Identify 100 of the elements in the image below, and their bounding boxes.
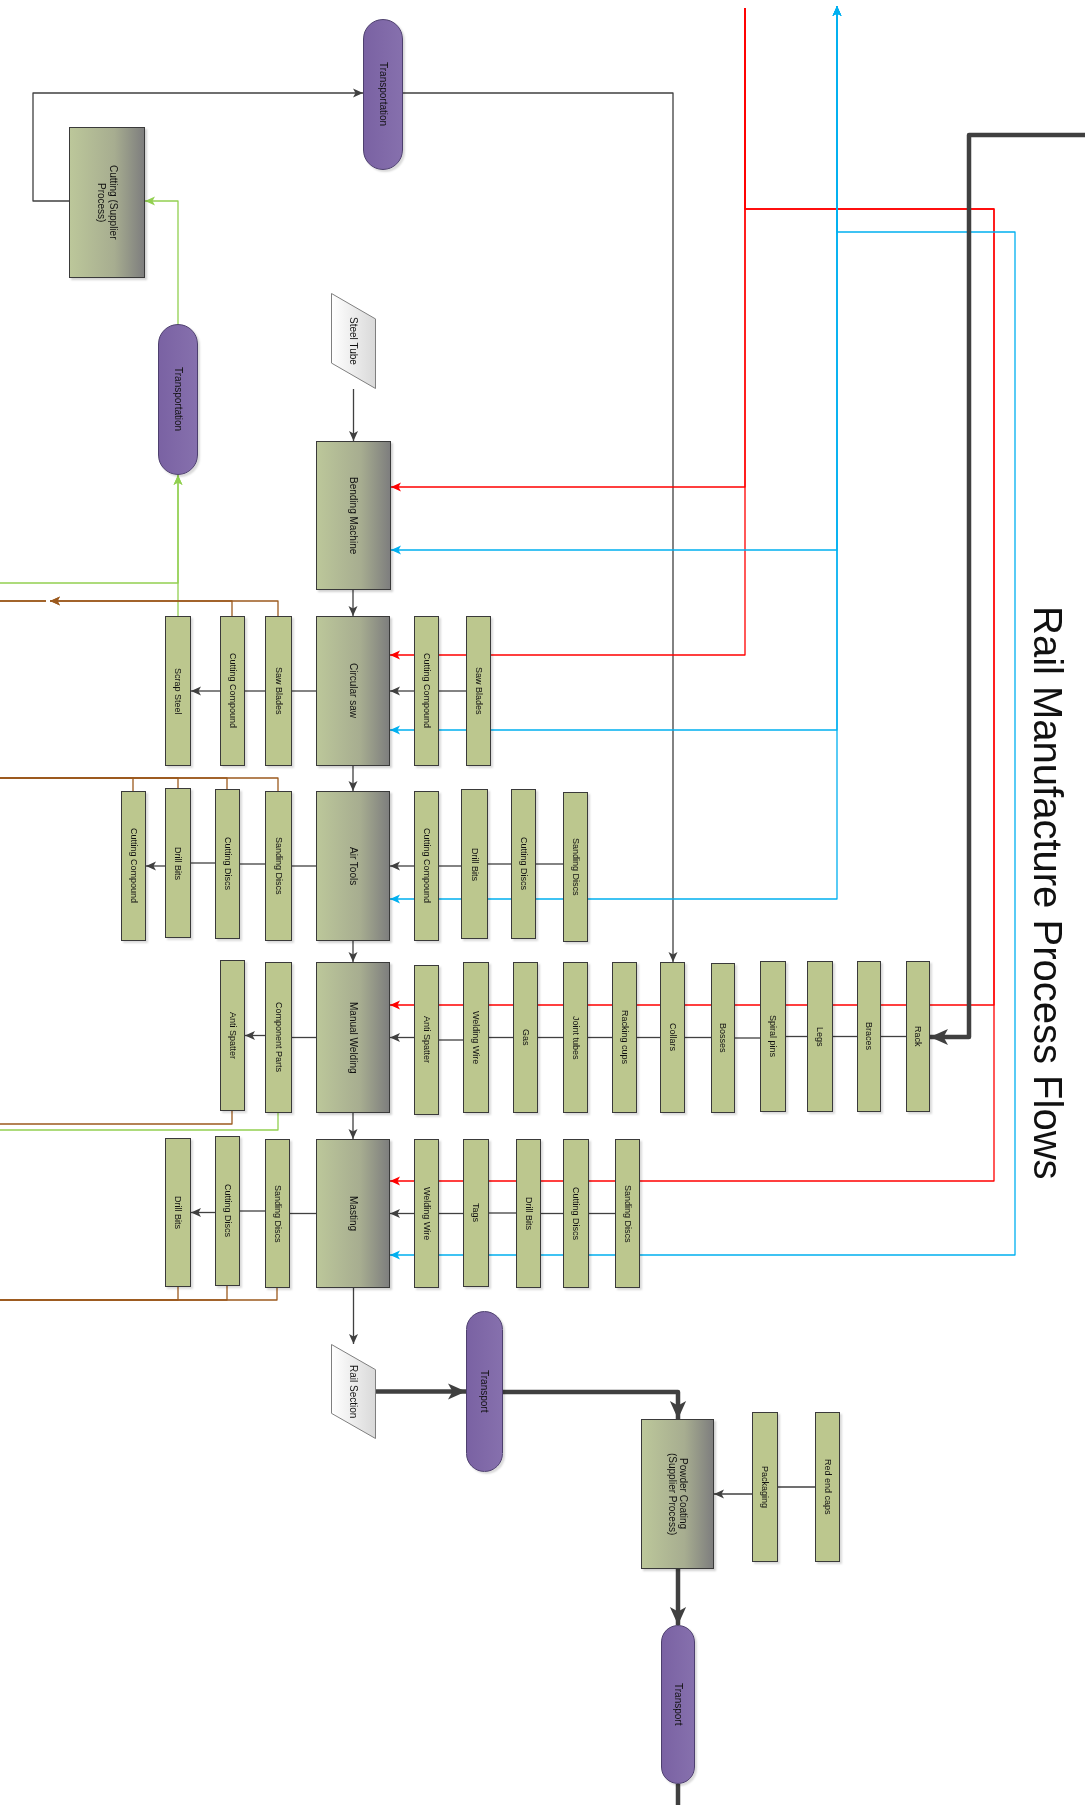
diagram-title: Rail Manufacture Process Flows (1026, 606, 1070, 1180)
node-label: Anti Spatter (227, 1012, 238, 1059)
node-label: Anti Spatter (421, 1016, 432, 1064)
material-box (220, 616, 245, 766)
node-label: Welding Wire (421, 1186, 432, 1241)
connector-line (832, 1035, 858, 1038)
material-box (463, 962, 489, 1113)
node-label: Air Tools (347, 846, 359, 886)
node-label: Cutting Discs (570, 1187, 582, 1240)
node-label: Collars (667, 1023, 678, 1052)
material-box (612, 962, 637, 1113)
material-box (414, 616, 439, 766)
node-label: Manual Welding (347, 1001, 359, 1074)
node-label: Rack (912, 1026, 924, 1047)
node-label: Sanding Discs (570, 838, 581, 896)
transport-terminator (661, 1625, 695, 1784)
node-label: Sanding Discs (273, 837, 284, 895)
arrow (930, 132, 1085, 1046)
node-label: Transportation (172, 367, 184, 432)
process-box (69, 127, 145, 278)
arrow (503, 1389, 687, 1419)
node-label: Bosses (717, 1023, 729, 1053)
node-label: Transport (672, 1683, 684, 1726)
material-box (615, 1139, 640, 1288)
transport-terminator (158, 324, 198, 475)
material-box (463, 1139, 489, 1287)
material-box (414, 965, 439, 1115)
material-box (461, 789, 488, 939)
connector-line (0, 1286, 179, 1301)
node-label: Cutting Discs (222, 1184, 233, 1238)
material-box (760, 961, 786, 1112)
arrow (244, 1031, 266, 1040)
input-parallelogram (331, 293, 376, 389)
connector-line (0, 777, 134, 792)
connector-line (438, 690, 467, 692)
material-box (563, 1139, 589, 1288)
connector-line (488, 1036, 514, 1039)
arrow (348, 765, 358, 792)
material-box (121, 791, 146, 941)
connector-line (291, 865, 317, 867)
connector-line (239, 863, 266, 865)
node-label: Cutting Compound (421, 653, 432, 729)
material-box (165, 616, 191, 766)
node-label: Circular saw (347, 663, 359, 719)
connector-line (777, 1486, 816, 1488)
arrow (190, 686, 221, 696)
node-label: Saw Blades (473, 667, 484, 715)
node-label: Sanding Discs (272, 1184, 283, 1243)
node-label: Sanding Discs (622, 1184, 633, 1243)
connector-line (675, 1784, 681, 1805)
arrow (190, 1208, 216, 1217)
node-label: Braces (863, 1022, 875, 1051)
process-box (316, 1139, 390, 1288)
connector-line (190, 862, 216, 864)
connector-line (291, 690, 317, 692)
connector-line (0, 1110, 233, 1125)
node-label: Powder Coating (Supplier Process) (666, 1451, 689, 1538)
material-box (906, 961, 930, 1112)
arrow (389, 1209, 415, 1218)
node-label: Transport (478, 1370, 491, 1413)
material-box (815, 1412, 840, 1562)
arrow (0, 474, 183, 584)
process-box (316, 616, 390, 766)
connector-line (587, 1036, 613, 1039)
node-label: Drill Bits (172, 1196, 184, 1229)
connector-line (636, 1036, 661, 1039)
material-box (752, 1412, 778, 1562)
node-label: Cutting Compound (128, 828, 139, 904)
connector-line (684, 1036, 712, 1039)
node-label: Component Parts (273, 1002, 284, 1073)
connector-line (244, 690, 266, 692)
node-label: Steel Tube (347, 317, 360, 365)
arrow (49, 596, 233, 617)
material-box (516, 1139, 541, 1288)
node-label: Packaging (759, 1466, 771, 1508)
input-parallelogram (331, 1344, 376, 1439)
process-box (316, 441, 391, 590)
node-label: Racking cups (619, 1010, 630, 1065)
material-box (414, 1139, 439, 1288)
connector-line (291, 1036, 317, 1039)
node-label: Saw Blades (273, 667, 284, 715)
material-box (807, 961, 833, 1112)
node-label: Joint tubes (570, 1015, 581, 1060)
arrow (389, 1033, 415, 1042)
material-box (857, 961, 881, 1112)
material-box (165, 788, 191, 938)
node-label: Gas (520, 1029, 531, 1046)
material-box (265, 1139, 290, 1288)
node-label: Cutting Compound (227, 653, 238, 729)
arrow (144, 196, 179, 325)
arrow (349, 1287, 358, 1345)
arrow (669, 1569, 687, 1625)
node-label: Cutting Discs (222, 837, 233, 891)
node-label: Welding Wire (470, 1010, 482, 1065)
arrow (32, 88, 364, 202)
arrow (348, 589, 358, 617)
material-box (265, 962, 292, 1113)
node-label: Cutting Compound (421, 828, 432, 904)
material-box (511, 789, 536, 939)
connector-line (438, 1039, 464, 1041)
